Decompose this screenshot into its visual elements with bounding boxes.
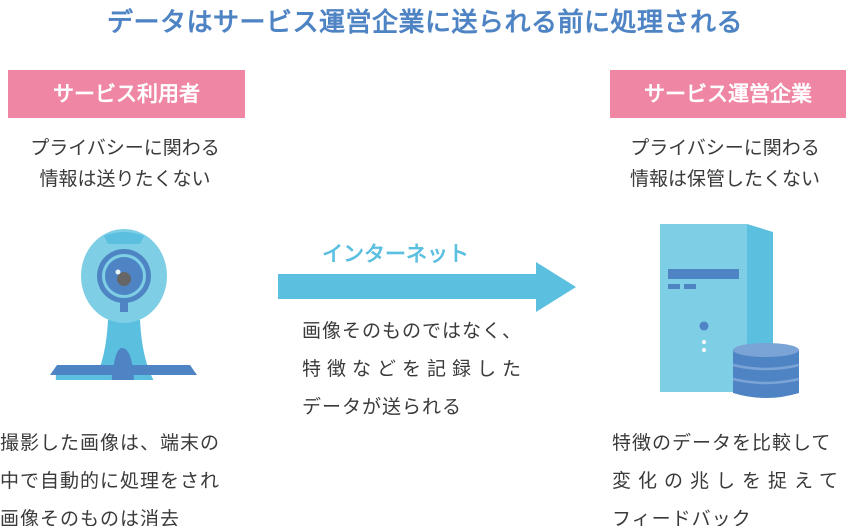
server-database-icon	[660, 224, 800, 398]
company-process: 特徴のデータを比較して 変化の兆しを捉えて フィードバック	[612, 424, 850, 526]
diagram-title: データはサービス運営企業に送られる前に処理される	[106, 8, 743, 38]
company-process-line: 変化の兆しを捉えて	[612, 470, 846, 492]
user-concern-line: 情報は送りたくない	[39, 168, 211, 190]
user-label: サービス利用者	[8, 70, 245, 118]
description-line: データが送られる	[302, 396, 463, 418]
company-label: サービス運営企業	[610, 70, 846, 118]
user-process-line: 中で自動的に処理をされ	[0, 470, 221, 492]
data-description: 画像そのものではなく、 特徴などを記録した データが送られる	[302, 312, 562, 426]
description-line: 特徴などを記録した	[302, 358, 528, 380]
arrow-right-icon	[278, 262, 576, 312]
description-line: 画像そのものではなく、	[302, 320, 523, 342]
webcam-icon	[50, 229, 197, 380]
company-concern-line: プライバシーに関わる	[630, 137, 820, 159]
user-concern: プライバシーに関わる 情報は送りたくない	[0, 133, 250, 195]
company-process-line: フィードバック	[612, 508, 752, 526]
user-process: 撮影した画像は、端末の 中で自動的に処理をされ 画像そのものは消去	[0, 424, 260, 526]
user-process-line: 撮影した画像は、端末の	[0, 432, 221, 454]
user-concern-line: プライバシーに関わる	[30, 137, 220, 159]
company-concern-line: 情報は保管したくない	[629, 168, 820, 190]
internet-label: インターネット	[322, 242, 469, 266]
company-concern: プライバシーに関わる 情報は保管したくない	[600, 133, 850, 195]
user-process-line: 画像そのものは消去	[0, 508, 181, 526]
company-process-line: 特徴のデータを比較して	[612, 432, 832, 454]
